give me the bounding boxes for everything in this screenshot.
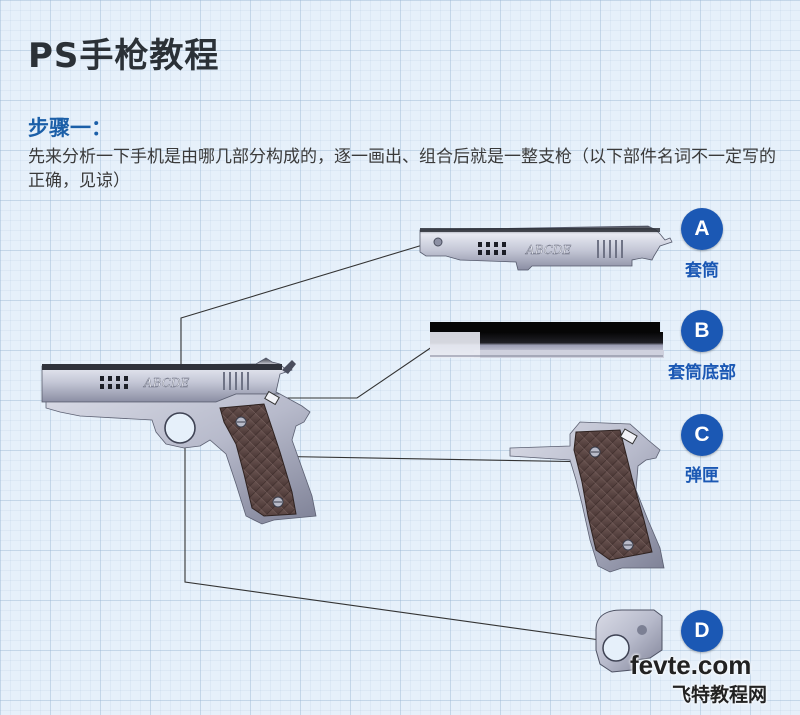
watermark-site-name: 飞特教程网 bbox=[672, 684, 768, 706]
part-badge-d: D bbox=[681, 610, 723, 652]
assembled-pistol: ABCDE bbox=[41, 357, 317, 525]
part-badge-b: B bbox=[681, 310, 723, 352]
part-label-c: 弹匣 bbox=[685, 466, 719, 486]
step-heading: 步骤一： bbox=[28, 116, 112, 140]
part-label-b: 套筒底部 bbox=[668, 363, 736, 383]
connector-d bbox=[184, 421, 601, 641]
watermark-domain: fevte.com bbox=[630, 650, 752, 680]
grip-part bbox=[509, 421, 665, 573]
step-description: 先来分析一下手机是由哪几部分构成的，逐一画出、组合后就是一整支枪（以下部件名词不… bbox=[28, 147, 776, 191]
trigger-guard-part bbox=[595, 609, 663, 673]
page-title: PS手枪教程 bbox=[28, 36, 220, 76]
engraving-text-a: ABCDE bbox=[525, 243, 572, 257]
connector-c bbox=[257, 455, 599, 463]
engraving-text-main: ABCDE bbox=[143, 376, 190, 390]
part-badge-c: C bbox=[681, 414, 723, 456]
part-badge-a: A bbox=[681, 208, 723, 250]
part-label-a: 套筒 bbox=[685, 261, 719, 281]
slide-part: ABCDE bbox=[419, 225, 673, 271]
barrel-part bbox=[430, 322, 664, 358]
